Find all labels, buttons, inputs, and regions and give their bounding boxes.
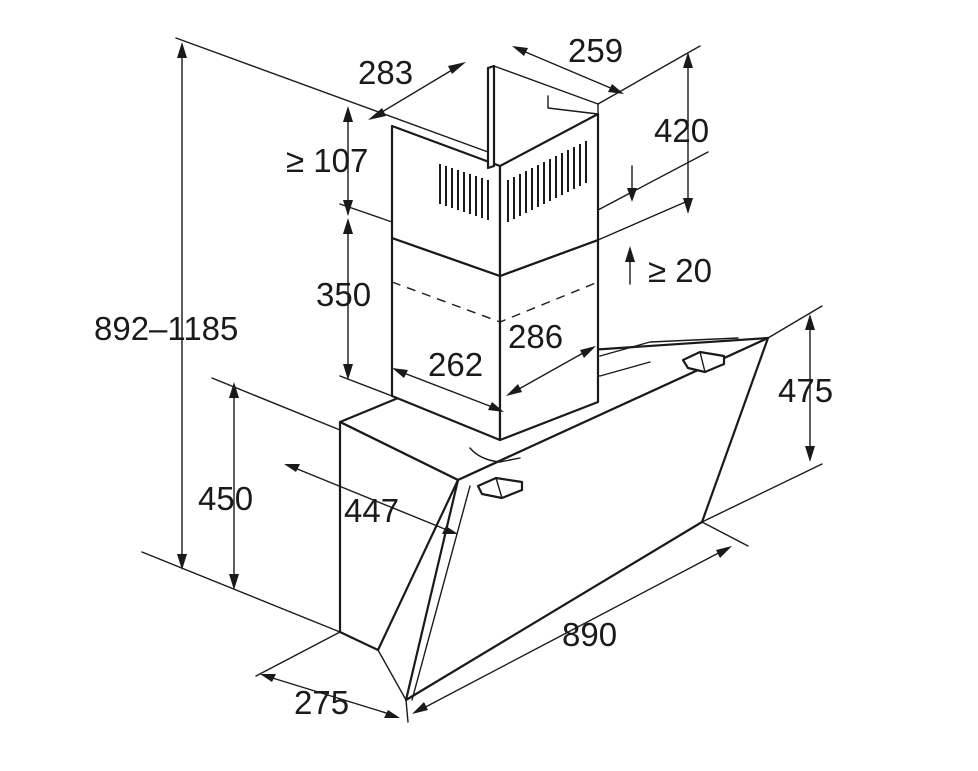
label-chimney-lower-depth: 286 bbox=[508, 318, 563, 355]
label-chimney-upper-height: 420 bbox=[654, 112, 709, 149]
label-total-height: 892–1185 bbox=[94, 310, 238, 347]
label-top-clearance: ≥ 107 bbox=[286, 142, 368, 179]
extension-lines bbox=[141, 37, 823, 723]
hood-bottom-edge bbox=[377, 649, 407, 701]
label-lower-overlap: ≥ 20 bbox=[648, 252, 712, 289]
top-plate-curve bbox=[469, 447, 521, 463]
vent-slots-right bbox=[507, 141, 587, 222]
dim-line-275 bbox=[265, 675, 397, 717]
dim-line-447 bbox=[289, 465, 453, 533]
top-plate-recess bbox=[599, 337, 739, 357]
label-chimney-lower-width: 262 bbox=[428, 346, 483, 383]
label-chimney-upper-width: 259 bbox=[568, 32, 623, 69]
vent-slots-left bbox=[439, 164, 489, 220]
dim-line-283 bbox=[371, 63, 463, 119]
side-panel-edge bbox=[377, 479, 459, 651]
dim-line-262 bbox=[395, 369, 501, 411]
dimension-labels: 283 259 420 ≥ 107 ≥ 20 892–1185 350 262 … bbox=[94, 32, 833, 721]
dim-line-259 bbox=[515, 47, 621, 93]
overlap-hidden-line bbox=[391, 281, 599, 323]
chimney bbox=[390, 64, 600, 442]
label-body-height: 450 bbox=[198, 480, 253, 517]
label-hood-height: 475 bbox=[778, 372, 833, 409]
dim-line-890 bbox=[415, 547, 729, 713]
glass-edge bbox=[411, 485, 471, 701]
dimension-lines bbox=[177, 42, 815, 718]
label-body-width: 890 bbox=[562, 616, 617, 653]
hood-body bbox=[338, 336, 770, 702]
label-body-depth: 275 bbox=[294, 684, 349, 721]
label-chimney-upper-depth: 283 bbox=[358, 54, 413, 91]
upper-chimney-rear-flange bbox=[486, 64, 496, 170]
label-chimney-lower-height: 350 bbox=[316, 276, 371, 313]
dim-line-286 bbox=[509, 347, 593, 395]
label-hood-depth: 447 bbox=[344, 492, 399, 529]
